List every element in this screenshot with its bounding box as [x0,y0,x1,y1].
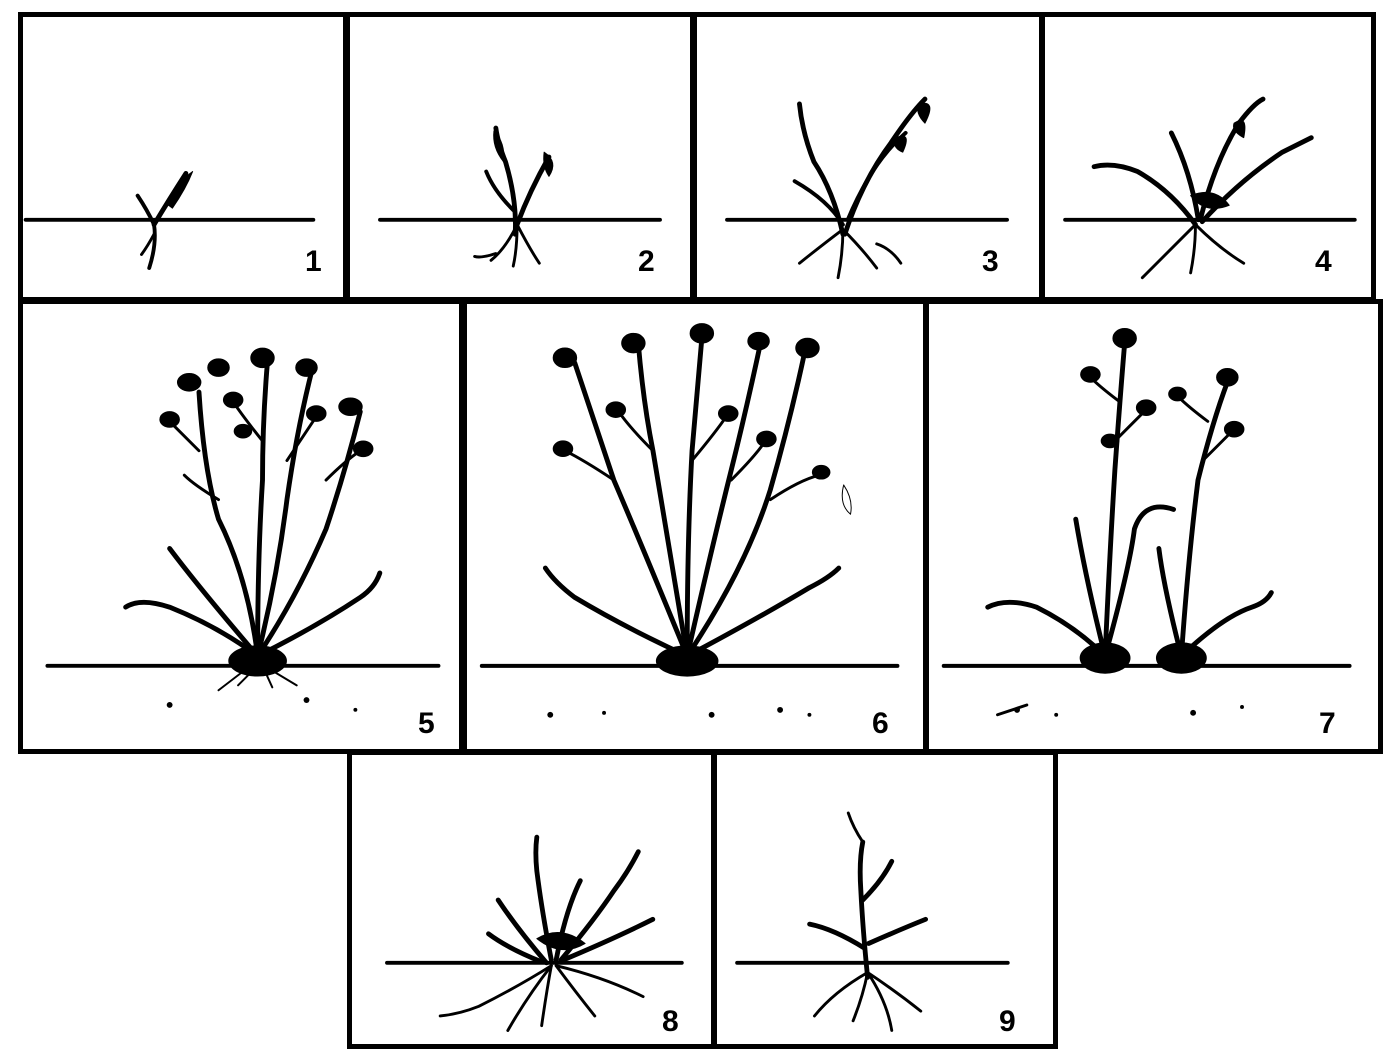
plant-drawing-6 [467,304,923,749]
stage-number-2: 2 [638,247,655,277]
stage-number-9: 9 [999,1007,1016,1037]
stage-number-5: 5 [418,709,435,739]
stage-number-7: 7 [1319,709,1336,739]
plant-drawing-8 [352,755,711,1044]
stage-number-8: 8 [662,1007,679,1037]
stage-panel-2: 2 [345,12,695,302]
stage-panel-6: 6 [462,299,928,754]
stage-panel-3: 3 [692,12,1044,302]
plant-drawing-5 [23,304,459,749]
stage-panel-7: 7 [924,299,1383,754]
stage-panel-4: 4 [1040,12,1376,302]
plant-drawing-7 [929,304,1378,749]
stage-panel-9: 9 [712,750,1058,1049]
stage-number-1: 1 [305,247,322,277]
stage-panel-1: 1 [18,12,348,302]
stage-panel-8: 8 [347,750,716,1049]
stage-number-6: 6 [872,709,889,739]
plant-drawing-9 [717,755,1053,1044]
stage-number-3: 3 [982,247,999,277]
stage-panel-5: 5 [18,299,464,754]
stage-number-4: 4 [1315,247,1332,277]
plant-drawing-1 [23,17,343,297]
